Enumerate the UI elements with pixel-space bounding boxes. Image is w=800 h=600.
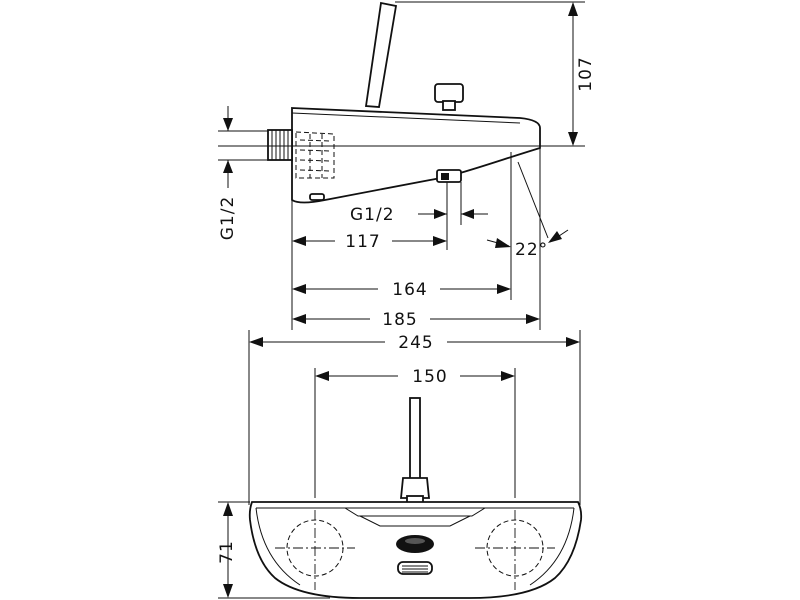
dim-angle-label: 22° [515,240,548,260]
dim-117-label: 117 [345,232,380,252]
dim-71: 71 [217,502,237,598]
dim-107-label: 107 [576,56,596,91]
extension-lines-side [218,1,585,330]
dim-107: 107 [568,2,596,146]
dim-150: 150 [315,367,515,387]
dim-164: 164 [292,280,511,300]
outlet-grill [397,561,433,575]
dim-185-label: 185 [382,310,417,330]
top-recess [344,507,486,517]
dim-164-label: 164 [392,280,427,300]
dim-245-label: 245 [398,333,433,353]
dim-185: 185 [292,310,540,330]
extension-lines-front [218,330,581,599]
dim-245: 245 [249,333,580,353]
lower-outlet [436,169,462,183]
lever-handle [364,1,398,108]
dim-thread-bottom-label: G1/2 [350,205,395,225]
dim-71-label: 71 [217,540,237,564]
dim-thread-left-label: G1/2 [218,196,238,241]
front-view [248,397,583,599]
dim-angle: 22° [486,229,569,260]
dim-thread-left: G1/2 [218,106,238,240]
spout-body [291,107,541,204]
wall-thread [267,129,293,161]
diverter-knob [434,83,464,111]
side-view [267,1,541,204]
bottom-screw [309,193,325,201]
hand-shower-rod [400,397,430,507]
dim-thread-bottom: G1/2 [350,205,488,225]
hidden-internals [295,131,335,179]
dim-150-label: 150 [412,367,447,387]
dim-117: 117 [292,232,447,252]
